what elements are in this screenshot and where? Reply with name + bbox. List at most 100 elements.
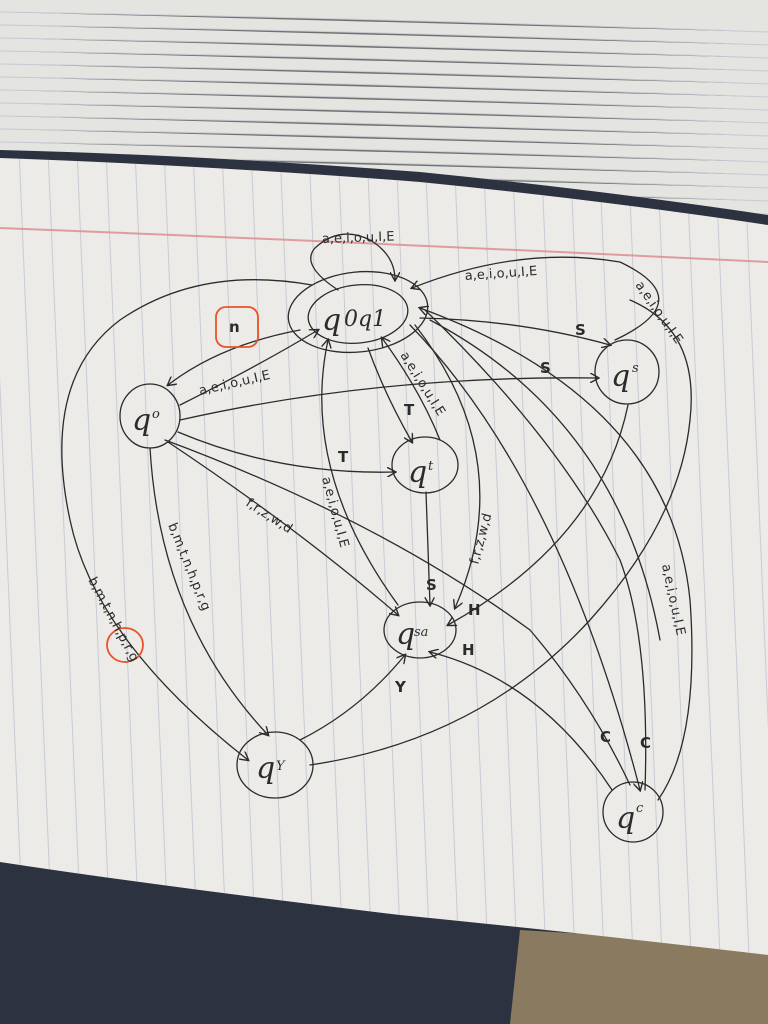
edge-q0q1-q0 — [168, 329, 301, 385]
ruled-line — [511, 158, 548, 955]
edge-label-q0q1-qs: S — [575, 321, 586, 339]
ruled-line — [540, 158, 577, 955]
margin-rule — [0, 227, 768, 263]
state-qy — [236, 731, 314, 799]
background-desk — [510, 930, 768, 1024]
state-q0q1 — [287, 270, 429, 354]
edge-qc-qsa — [430, 652, 613, 791]
ruled-line — [18, 158, 55, 955]
ruled-line — [656, 158, 693, 955]
ruled-line — [221, 158, 258, 955]
ruled-line — [685, 158, 722, 955]
ruled-line — [482, 158, 519, 955]
edge-q0-qsa — [167, 441, 398, 615]
state-q0q1-sub: 0q1 — [344, 307, 386, 332]
ruled-line — [105, 158, 142, 955]
edge-qt-qsa — [426, 491, 430, 605]
state-q0-label: q — [132, 403, 151, 438]
highlight-n-box — [215, 306, 259, 348]
ruled-line — [279, 158, 316, 955]
edge-label-qs-q0q1: a,e,i,o,u,I,E — [464, 264, 537, 284]
edge-label-q0-qs: S — [540, 359, 551, 377]
edge-label-q0q1-q0: n — [229, 318, 240, 336]
state-qc — [602, 781, 664, 843]
ruled-line — [337, 158, 374, 955]
state-qsa-label: q — [396, 617, 415, 652]
state-labels: q 0q1 q o q s q t q sa q Y q c — [132, 303, 644, 836]
edge-q0q1-qt — [367, 347, 412, 442]
ruled-line — [163, 158, 200, 955]
edge-qt-q0q1 — [382, 338, 441, 441]
ruled-line — [0, 158, 26, 955]
ruled-line — [192, 158, 229, 955]
ruled-line — [453, 158, 490, 955]
state-qt-label: q — [408, 455, 427, 490]
fsm-diagram — [61, 233, 693, 843]
edge-qs-qsa — [448, 404, 629, 625]
edge-qy-qsa — [299, 655, 405, 741]
state-q0-sub: o — [152, 407, 160, 422]
ruled-line — [0, 11, 768, 33]
edge-qc-q0q1 — [420, 308, 693, 801]
state-qs — [594, 339, 660, 405]
edge-q0q1-qy — [61, 279, 313, 760]
state-qy-sub: Y — [276, 759, 286, 774]
state-qy-label: q — [256, 751, 275, 786]
ruled-line — [134, 158, 171, 955]
ruled-line — [0, 24, 768, 46]
state-qsa — [383, 601, 457, 659]
edge-label-q0q1-qt: T — [404, 401, 415, 419]
ruled-line — [0, 115, 768, 137]
edge-curve-bottom — [429, 319, 661, 641]
state-qsa-sub: sa — [414, 625, 428, 640]
edge-qs-q0q1-q0 — [164, 439, 631, 786]
ruled-line — [743, 158, 768, 955]
ruled-line — [47, 158, 84, 955]
ruled-line — [0, 37, 768, 59]
edge-q0-qt — [177, 431, 395, 472]
state-qc-label: q — [616, 801, 635, 836]
ruled-line — [569, 158, 606, 955]
edge-label-q0q1-qc: C — [640, 734, 651, 752]
edge-loop-q0q1 — [310, 233, 395, 291]
edge-q0-qc — [424, 309, 647, 791]
lower-page — [0, 158, 768, 955]
ruled-line — [250, 158, 287, 955]
state-q0 — [119, 383, 181, 449]
ruled-line — [0, 50, 768, 72]
edge-qsa-q0q1 — [321, 340, 399, 606]
ruled-line — [0, 63, 768, 85]
edge-label-q0-qc: C — [600, 728, 611, 746]
ruled-line — [395, 158, 432, 955]
edge-q0q1-qsa — [414, 324, 481, 608]
edge-label-qt-qsa: S — [426, 576, 437, 594]
ruled-line — [76, 158, 113, 955]
state-qc-sub: c — [636, 801, 644, 816]
state-qs-label: q — [611, 359, 630, 394]
ruled-line — [424, 158, 461, 955]
ruled-line — [0, 76, 768, 98]
edge-label-qy-qsa: Y — [394, 678, 407, 696]
ruled-line — [0, 141, 768, 163]
edge-q0q1-qs — [419, 317, 610, 345]
edge-label-qs-qsa: H — [468, 601, 481, 619]
state-qs-sub: s — [632, 361, 639, 376]
edge-q0q1-qc — [409, 324, 640, 790]
highlight-n-circle — [106, 627, 144, 663]
edge-label-loop-q0q1: a,e,i,o,u,I,E — [322, 229, 395, 247]
state-qt-sub: t — [428, 459, 434, 474]
ruled-line — [0, 128, 768, 150]
ruled-line — [0, 89, 768, 111]
edge-label-qc-qsa: H — [462, 641, 475, 659]
state-q0q1-label: q — [322, 303, 341, 338]
ruled-line — [714, 158, 751, 955]
ruled-line — [0, 102, 768, 124]
ruled-line — [308, 158, 345, 955]
edge-label-q0-qt: T — [338, 448, 349, 466]
ruled-line — [627, 158, 664, 955]
edge-q0-qy — [149, 447, 268, 735]
edge-q0-q0q1 — [179, 330, 318, 406]
ruled-line — [366, 158, 403, 955]
state-qt — [391, 436, 459, 494]
